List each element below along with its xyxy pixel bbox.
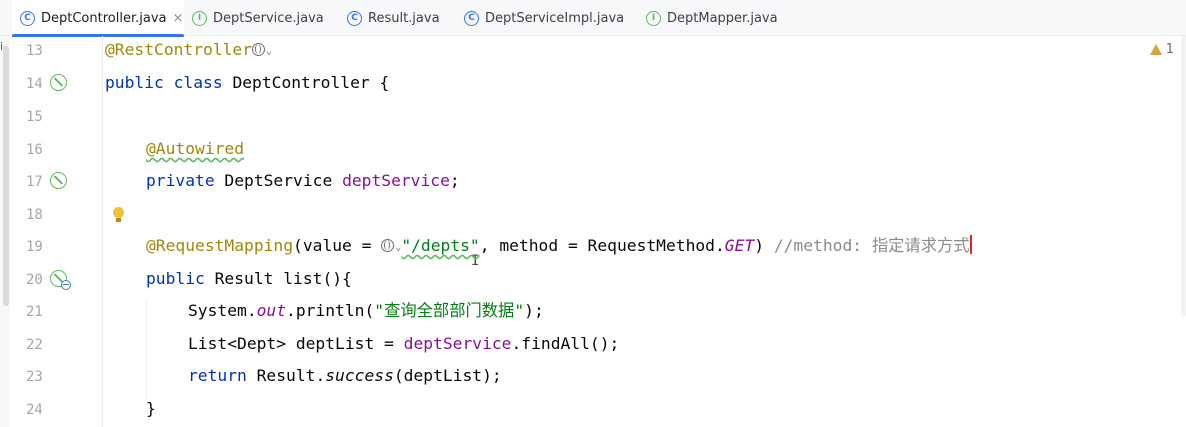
code-line: @RequestMapping(value = ⌄"/depts", metho… xyxy=(146,235,972,255)
code-line: return Result.success(deptList); xyxy=(188,366,502,385)
tab-label: DeptServiceImpl.java xyxy=(485,10,625,26)
code-line: @RestController⌄ xyxy=(105,40,273,59)
code-line: } xyxy=(146,399,156,418)
tab-deptservice[interactable]: I DeptService.java xyxy=(192,0,337,36)
line-number: 21 xyxy=(26,304,43,320)
class-icon: C xyxy=(464,10,479,26)
line-number: 19 xyxy=(26,239,43,255)
web-globe-icon[interactable] xyxy=(381,239,395,252)
line-number: 17 xyxy=(26,174,43,190)
tab-label: DeptMapper.java xyxy=(667,10,778,26)
interface-icon: I xyxy=(646,10,661,26)
left-panel-edge: i- xyxy=(0,36,10,427)
line-number: 20 xyxy=(26,272,43,288)
class-icon: C xyxy=(347,10,362,26)
line-number: 15 xyxy=(26,109,43,125)
spring-bean-icon[interactable] xyxy=(50,74,67,91)
intention-bulb-icon[interactable] xyxy=(112,207,124,223)
spring-endpoint-icon[interactable] xyxy=(50,270,71,290)
code-line: @Autowired xyxy=(146,139,245,158)
tab-result[interactable]: C Result.java xyxy=(347,0,452,36)
line-number: 24 xyxy=(26,402,43,418)
line-number: 18 xyxy=(26,207,43,223)
gutter-divider xyxy=(102,36,103,427)
warning-count: 1 xyxy=(1165,42,1174,57)
text-caret xyxy=(969,235,972,254)
editor-scrollbar[interactable] xyxy=(1181,36,1186,316)
indent-guide xyxy=(146,300,147,400)
line-number: 23 xyxy=(26,369,43,385)
line-number: 16 xyxy=(26,142,43,158)
line-number: 13 xyxy=(26,43,43,59)
code-editor[interactable]: @RestController⌄ public class DeptContro… xyxy=(105,36,1186,427)
tab-deptserviceimpl[interactable]: C DeptServiceImpl.java xyxy=(464,0,636,36)
editor-tab-bar: C DeptController.java × I DeptService.ja… xyxy=(0,0,1186,37)
interface-icon: I xyxy=(192,10,207,26)
chevron-down-icon[interactable]: ⌄ xyxy=(395,242,402,253)
line-number: 14 xyxy=(26,76,43,92)
chevron-down-icon[interactable]: ⌄ xyxy=(266,46,273,57)
mouse-cursor-icon: I xyxy=(471,253,480,269)
line-number: 22 xyxy=(26,337,43,353)
code-line: private DeptService deptService; xyxy=(146,171,460,190)
scrollbar[interactable] xyxy=(3,46,9,306)
line-number-gutter: 13 14 15 16 17 18 19 20 21 22 23 24 xyxy=(10,36,102,427)
warning-icon xyxy=(1149,44,1162,55)
close-icon[interactable]: × xyxy=(172,10,184,26)
web-globe-icon[interactable] xyxy=(252,43,266,56)
tab-deptmapper[interactable]: I DeptMapper.java xyxy=(646,0,796,36)
code-line: public class DeptController { xyxy=(105,73,390,92)
code-line: List<Dept> deptList = deptService.findAl… xyxy=(188,334,620,353)
class-icon: C xyxy=(20,10,35,26)
inspection-widget[interactable]: 1 xyxy=(1149,42,1174,57)
tab-label: DeptService.java xyxy=(213,10,324,26)
spring-bean-icon[interactable] xyxy=(50,172,67,189)
code-line: public Result list(){ xyxy=(146,269,352,288)
code-line: System.out.println("查询全部部门数据"); xyxy=(188,301,544,320)
web-icon xyxy=(61,280,71,290)
tab-deptcontroller[interactable]: C DeptController.java × xyxy=(12,0,184,37)
tab-label: DeptController.java xyxy=(41,10,167,26)
tab-label: Result.java xyxy=(368,10,440,26)
